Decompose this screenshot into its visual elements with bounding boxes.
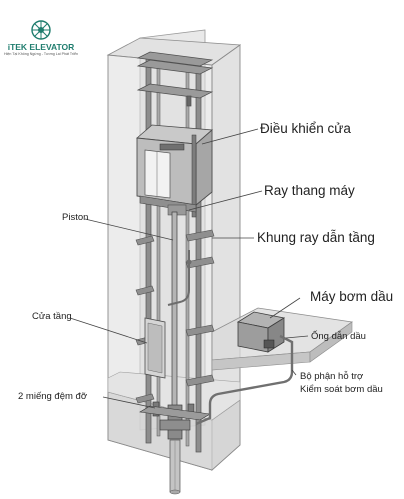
label-guide-rail: Ray thang máy bbox=[264, 183, 355, 198]
plunger-casing bbox=[170, 440, 180, 494]
label-rail-bracket: Khung ray dẫn tầng bbox=[257, 230, 375, 245]
label-door-operator: Điều khiển cửa bbox=[260, 121, 351, 136]
label-landing-door: Cửa tầng bbox=[32, 311, 72, 322]
label-oil-pump: Máy bơm dầu bbox=[310, 289, 393, 304]
label-oil-pipe: Ống dẫn dầu bbox=[311, 330, 366, 342]
label-buffers: 2 miếng đệm đỡ bbox=[18, 391, 87, 402]
landing-door bbox=[145, 318, 165, 378]
label-pump-control-line1: Bộ phận hỗ trợ bbox=[300, 371, 363, 382]
label-piston: Piston bbox=[62, 212, 88, 223]
label-pump-control-line2: Kiểm soát bơm dầu bbox=[300, 384, 383, 395]
oil-pump-unit bbox=[238, 312, 284, 352]
brand-name: iTEK ELEVATOR bbox=[8, 42, 75, 52]
brand-tagline: Hiện Tại Không Ngừng - Tương Lai Phát Tr… bbox=[4, 52, 78, 56]
itek-logo: iTEK ELEVATOR Hiện Tại Không Ngừng - Tươ… bbox=[4, 21, 78, 56]
